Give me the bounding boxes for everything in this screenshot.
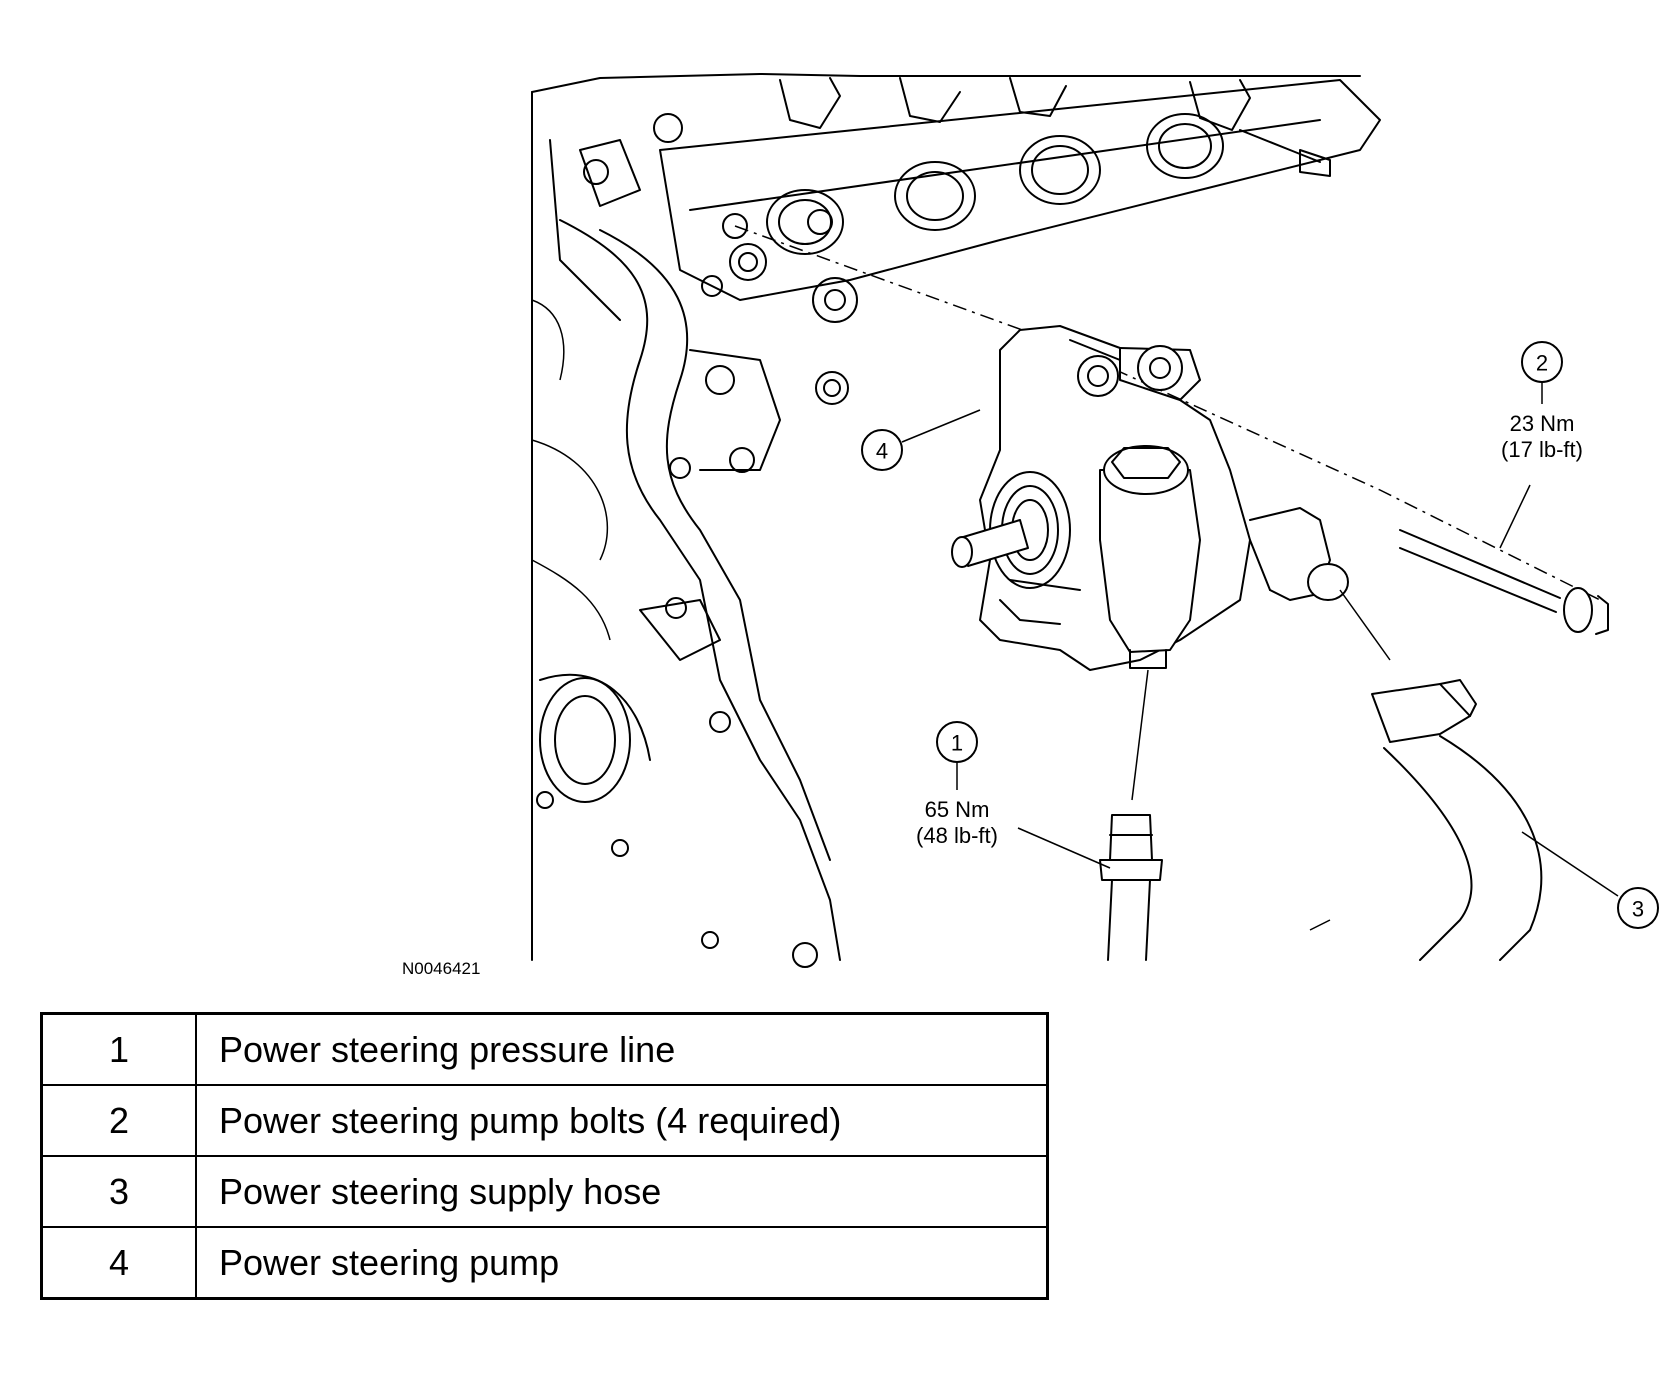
legend-table: 1 Power steering pressure line 2 Power s… — [40, 1012, 1049, 1300]
legend-description: Power steering pump bolts (4 required) — [195, 1084, 1049, 1157]
legend-row: 1 Power steering pressure line — [40, 1012, 1049, 1086]
callout-1-torque-lbft: (48 lb-ft) — [916, 823, 998, 848]
callout-2-torque-lbft: (17 lb-ft) — [1501, 437, 1583, 462]
callout-1: 1 65 Nm (48 lb-ft) — [916, 721, 1111, 869]
legend-number: 3 — [40, 1155, 197, 1228]
bolt-centerline — [734, 225, 1601, 601]
callout-2-number: 2 — [1536, 351, 1548, 376]
legend-row: 3 Power steering supply hose — [40, 1155, 1049, 1228]
engine-block-drawing — [531, 73, 1381, 968]
supply-hose-drawing — [1309, 589, 1543, 961]
pressure-line-drawing — [1099, 669, 1163, 961]
callout-3: 3 — [1521, 831, 1659, 929]
legend-description: Power steering pressure line — [195, 1012, 1049, 1086]
power-steering-pump-drawing — [951, 325, 1349, 671]
callout-3-number: 3 — [1632, 897, 1644, 922]
legend-description: Power steering supply hose — [195, 1155, 1049, 1228]
legend-row: 2 Power steering pump bolts (4 required) — [40, 1084, 1049, 1157]
figure-id: N0046421 — [402, 959, 480, 978]
legend-number: 4 — [40, 1226, 197, 1300]
callout-1-torque-nm: 65 Nm — [925, 797, 990, 822]
callout-2: 2 23 Nm (17 lb-ft) — [1499, 341, 1583, 549]
callout-4-number: 4 — [876, 439, 888, 464]
callout-4: 4 — [861, 409, 981, 471]
legend-number: 1 — [40, 1012, 197, 1086]
callout-1-number: 1 — [951, 731, 963, 756]
legend-row: 4 Power steering pump — [40, 1226, 1049, 1300]
exploded-view-illustration: 1 65 Nm (48 lb-ft) 2 23 Nm (17 lb-ft) 3 … — [402, 73, 1659, 978]
callout-2-torque-nm: 23 Nm — [1510, 411, 1575, 436]
legend-description: Power steering pump — [195, 1226, 1049, 1300]
legend-number: 2 — [40, 1084, 197, 1157]
pump-bolt-drawing — [1399, 529, 1609, 635]
